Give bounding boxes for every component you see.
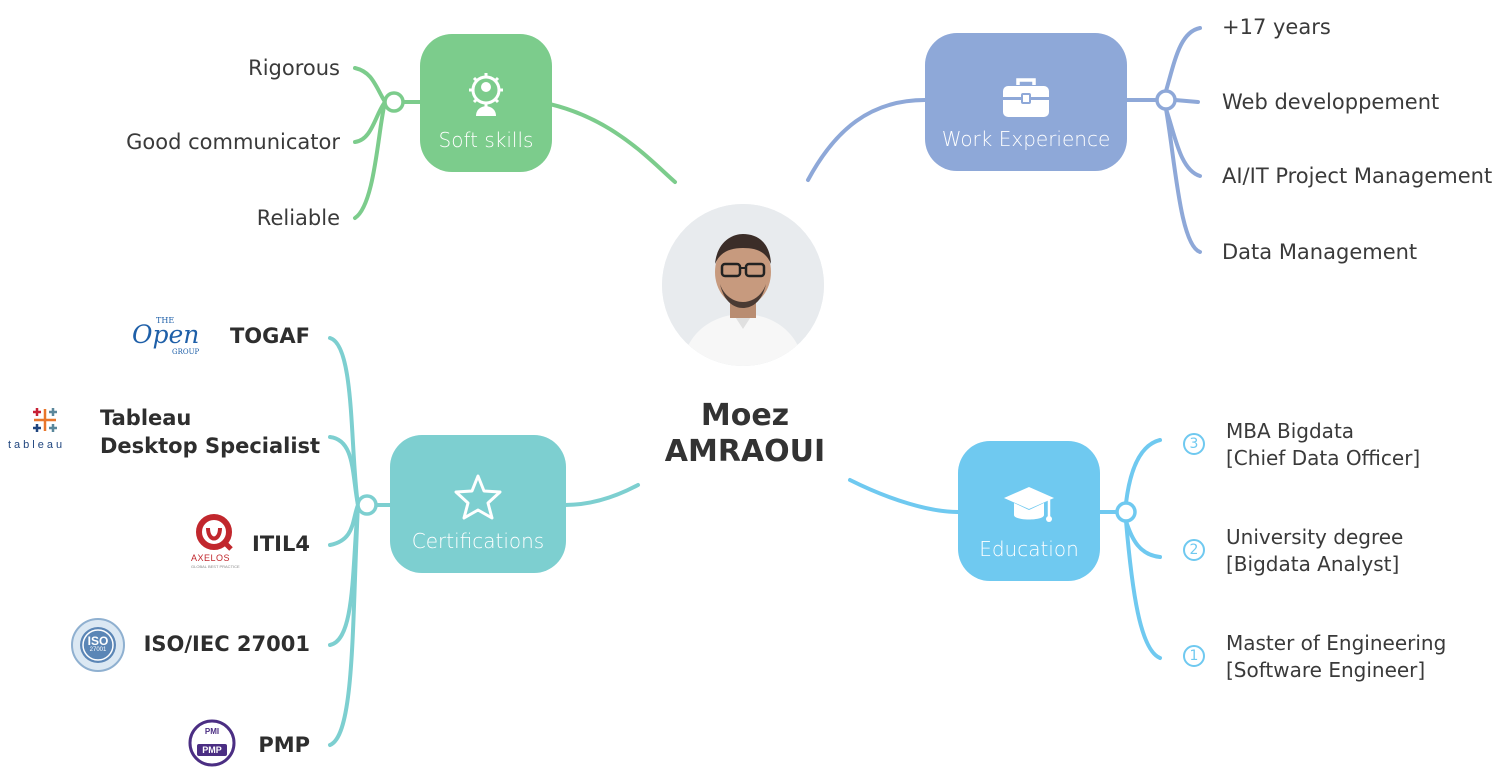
work-experience-item: AI/IT Project Management [1222, 164, 1493, 188]
star-icon [454, 474, 502, 520]
briefcase-icon [1003, 78, 1049, 117]
education-item-title: Master of Engineering [1226, 631, 1447, 655]
tableau-cross-icon [33, 408, 57, 432]
soft-skill-item: Reliable [256, 206, 340, 230]
work-experience-item: Data Management [1222, 240, 1418, 264]
soft-skill-item: Rigorous [248, 56, 340, 80]
axelos-wordmark: AXELOS [191, 553, 231, 563]
education-item-subtitle: [Software Engineer] [1226, 658, 1426, 682]
cert-iso27001: ISO/IEC 27001 [143, 632, 310, 656]
work-experience-label: Work Experience [941, 127, 1111, 151]
iso-seal-logo: ISO 27001 [70, 617, 126, 673]
iso-seal-icon [71, 618, 125, 672]
education-item: Master of Engineering [Software Engineer… [1226, 630, 1446, 684]
certifications-label: Certifications [411, 529, 545, 553]
cert-pmp: PMP [258, 733, 310, 757]
cert-tableau: Tableau Desktop Specialist [100, 404, 321, 460]
education-rank-badge: 2 [1183, 539, 1205, 561]
tableau-logo: tableau [8, 405, 83, 460]
soft-skills-label: Soft skills [438, 128, 534, 152]
tableau-wordmark: tableau [8, 439, 66, 451]
axelos-logo: AXELOS GLOBAL BEST PRACTICE [186, 512, 242, 572]
open-group-logo-the: THE [156, 316, 175, 325]
pmi-pmp-logo: PMI PMP [187, 718, 237, 768]
center-first-name: Moez [700, 398, 790, 433]
center-name: Moez AMRAOUI [640, 398, 850, 470]
education-item: MBA Bigdata [Chief Data Officer] [1226, 418, 1420, 472]
education-node[interactable]: Education [958, 441, 1100, 581]
person-photo-icon [662, 204, 824, 366]
pmi-text: PMI [204, 727, 220, 736]
cert-tableau-line2: Desktop Specialist [100, 434, 321, 458]
pmp-badge-text: PMP [202, 745, 222, 755]
education-item-subtitle: [Chief Data Officer] [1226, 446, 1421, 470]
center-last-name: AMRAOUI [664, 434, 826, 469]
graduation-cap-icon [1004, 487, 1054, 522]
education-item: University degree [Bigdata Analyst] [1226, 524, 1403, 578]
soft-skill-item: Good communicator [126, 130, 340, 154]
work-experience-node[interactable]: Work Experience [925, 33, 1127, 171]
iso-seal-text: ISO [87, 634, 109, 648]
education-rank-badge: 3 [1183, 433, 1205, 455]
open-group-logo-group: GROUP [172, 348, 200, 356]
education-item-subtitle: [Bigdata Analyst] [1226, 552, 1400, 576]
axelos-mark-icon [196, 514, 233, 551]
avatar [662, 204, 824, 366]
axelos-tagline: GLOBAL BEST PRACTICE [191, 564, 240, 569]
open-group-logo: THE Open GROUP [132, 316, 204, 358]
gear-person-icon [469, 73, 503, 116]
work-experience-item: Web developpement [1222, 90, 1440, 114]
cert-itil4: ITIL4 [252, 532, 310, 556]
education-item-title: MBA Bigdata [1226, 419, 1355, 443]
education-item-title: University degree [1226, 525, 1404, 549]
open-group-logo-open: Open [132, 320, 200, 349]
education-label: Education [979, 537, 1079, 561]
iso-seal-number: 27001 [89, 647, 107, 653]
cert-togaf: TOGAF [229, 324, 310, 348]
cert-tableau-line1: Tableau [100, 406, 192, 430]
soft-skills-node[interactable]: Soft skills [420, 34, 552, 172]
certifications-node[interactable]: Certifications [390, 435, 566, 573]
pmp-badge-icon [188, 719, 236, 767]
education-rank-badge: 1 [1183, 645, 1205, 667]
work-experience-item: +17 years [1222, 15, 1331, 39]
